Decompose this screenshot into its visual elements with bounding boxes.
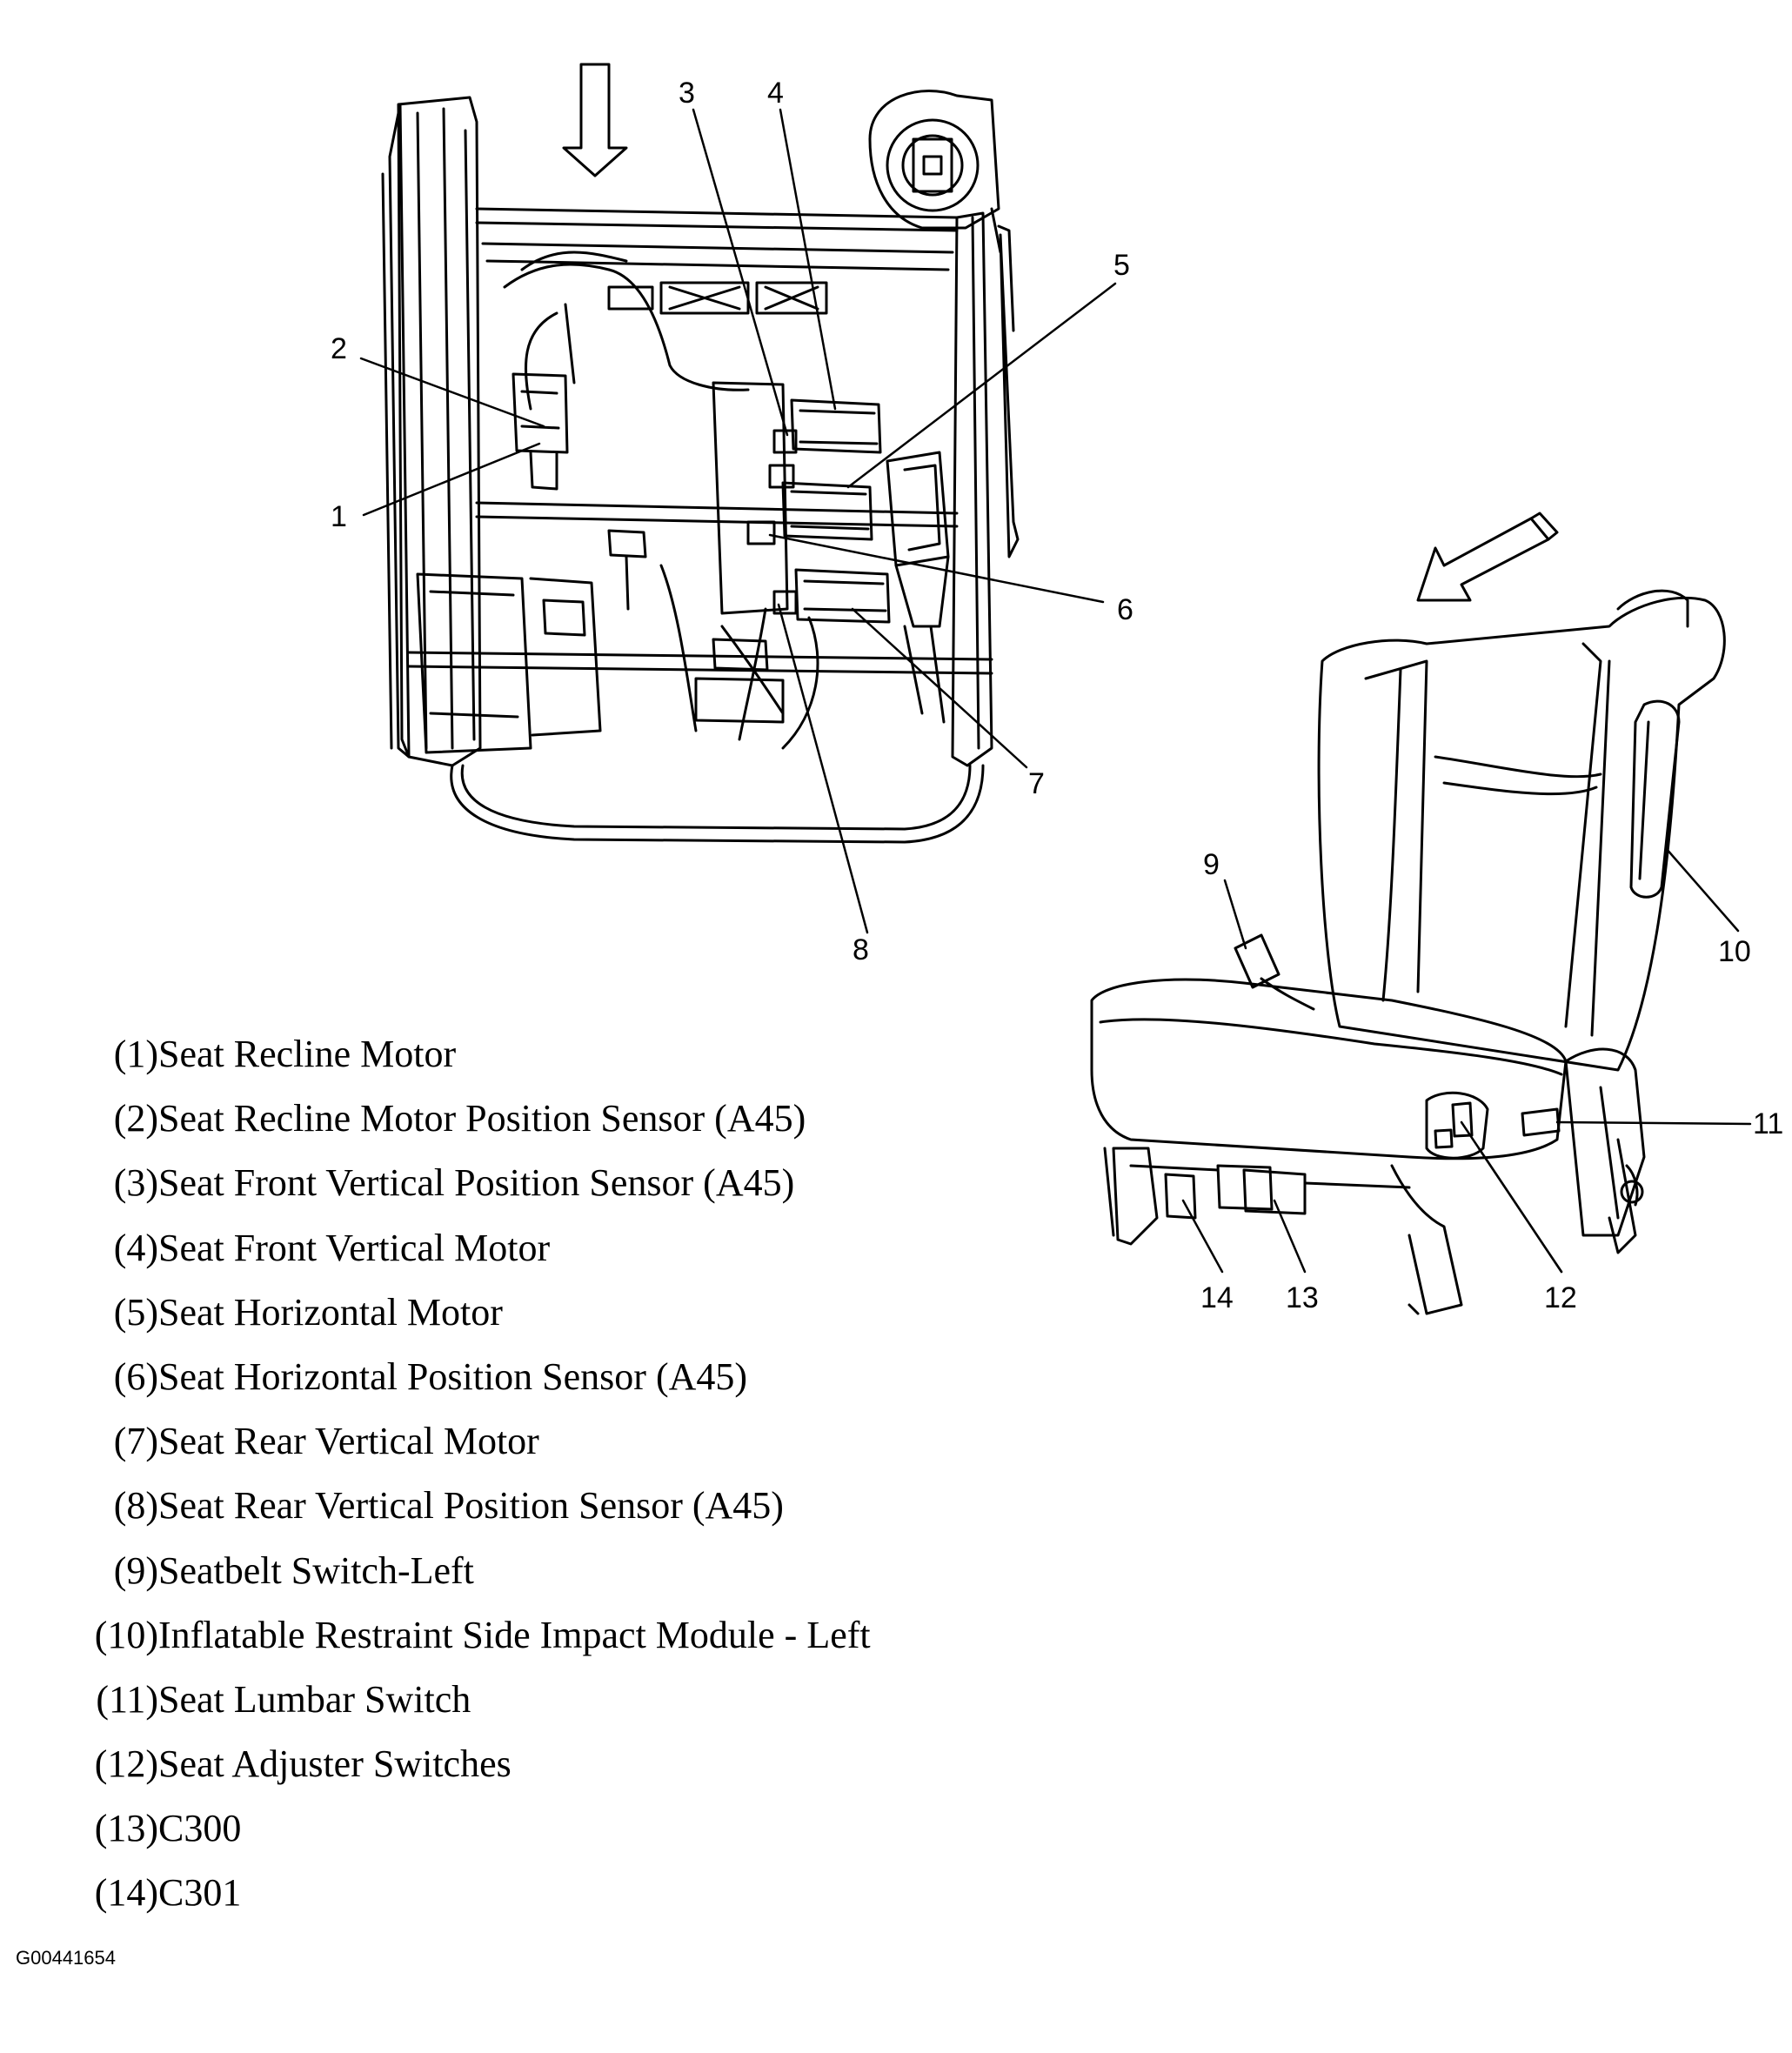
legend-text: Seat Recline Motor Position Sensor (A45) — [158, 1097, 806, 1140]
legend-item: (5)Seat Horizontal Motor — [68, 1281, 1025, 1345]
legend-number: (11) — [96, 1677, 158, 1721]
legend-text: C301 — [158, 1871, 242, 1915]
legend-text: Seat Front Vertical Motor — [158, 1226, 551, 1269]
legend-text: Inflatable Restraint Side Impact Module … — [158, 1613, 871, 1656]
legend-number: (9) — [113, 1548, 158, 1592]
callout-12: 12 — [1544, 1281, 1577, 1314]
legend-text: Seat Adjuster Switches — [158, 1742, 512, 1786]
callout-13: 13 — [1286, 1281, 1319, 1314]
legend-number: (5) — [113, 1290, 158, 1334]
leader-6 — [768, 533, 1105, 604]
leader-11 — [1555, 1120, 1752, 1126]
leader-3 — [692, 108, 789, 437]
leader-10 — [1664, 846, 1740, 933]
legend-item: (10)Inflatable Restraint Side Impact Mod… — [68, 1603, 1025, 1668]
callout-2: 2 — [331, 332, 347, 365]
legend-text: Seat Rear Vertical Position Sensor (A45) — [158, 1484, 784, 1528]
legend-list: (1)Seat Recline Motor (2)Seat Recline Mo… — [68, 1022, 1025, 1926]
legend-number: (4) — [113, 1226, 158, 1269]
legend-text: Seat Rear Vertical Motor — [158, 1420, 539, 1463]
legend-number: (10) — [94, 1613, 158, 1656]
legend-item: (11)Seat Lumbar Switch — [68, 1668, 1025, 1732]
legend-item: (2)Seat Recline Motor Position Sensor (A… — [68, 1087, 1025, 1151]
legend-item: (13)C300 — [68, 1796, 1025, 1861]
callout-7: 7 — [1028, 767, 1045, 800]
seat-frame-top-view — [397, 96, 1020, 844]
legend-number: (1) — [113, 1033, 158, 1075]
legend-number: (8) — [113, 1484, 158, 1528]
leader-13 — [1273, 1199, 1307, 1274]
legend-item: (1)Seat Recline Motor — [68, 1022, 1025, 1087]
legend-number: (13) — [94, 1807, 158, 1850]
leader-5 — [846, 282, 1117, 489]
legend-text: Seat Recline Motor — [158, 1033, 457, 1075]
legend-text: Seat Lumbar Switch — [158, 1677, 471, 1721]
leader-1 — [362, 442, 541, 517]
legend-item: (7)Seat Rear Vertical Motor — [68, 1409, 1025, 1474]
legend-item: (12)Seat Adjuster Switches — [68, 1732, 1025, 1796]
callout-3: 3 — [679, 77, 695, 110]
legend-item: (9)Seatbelt Switch-Left — [68, 1539, 1025, 1603]
legend-number: (2) — [113, 1097, 158, 1140]
legend-item: (6)Seat Horizontal Position Sensor (A45) — [68, 1345, 1025, 1409]
legend-number: (3) — [113, 1161, 158, 1205]
leader-lines — [359, 108, 1752, 1274]
legend-number: (7) — [113, 1420, 158, 1463]
seat-perspective-view — [1090, 589, 1726, 1315]
leader-9 — [1223, 879, 1247, 950]
leader-14 — [1181, 1199, 1224, 1274]
callout-5: 5 — [1113, 249, 1130, 282]
callout-11: 11 — [1753, 1107, 1783, 1140]
legend-text: Seat Horizontal Motor — [158, 1290, 503, 1334]
callout-9: 9 — [1203, 848, 1220, 881]
leader-7 — [851, 607, 1028, 769]
arrow-diagonal-icon — [1416, 512, 1559, 602]
legend-number: (12) — [94, 1742, 158, 1786]
callout-labels: 1 2 3 4 5 6 7 8 9 10 11 12 13 14 — [331, 77, 1783, 1314]
legend-item: (8)Seat Rear Vertical Position Sensor (A… — [68, 1474, 1025, 1538]
figure-id: G00441654 — [16, 1947, 116, 1969]
legend-text: Seat Horizontal Position Sensor (A45) — [158, 1354, 748, 1398]
recliner-wheel — [868, 89, 1015, 332]
legend-item: (14)C301 — [68, 1861, 1025, 1925]
callout-14: 14 — [1200, 1281, 1234, 1314]
seat-side-trim — [381, 103, 411, 759]
legend-text: C300 — [158, 1807, 242, 1850]
leader-2 — [359, 357, 545, 428]
legend-number: (6) — [113, 1354, 158, 1398]
callout-1: 1 — [331, 500, 347, 533]
callout-6: 6 — [1117, 593, 1133, 626]
legend-item: (3)Seat Front Vertical Position Sensor (… — [68, 1151, 1025, 1215]
callout-8: 8 — [853, 933, 869, 966]
callout-10: 10 — [1718, 935, 1751, 968]
legend-number: (14) — [94, 1871, 158, 1915]
arrow-down-icon — [562, 63, 628, 177]
leader-12b — [1477, 1147, 1563, 1274]
legend-text: Seat Front Vertical Position Sensor (A45… — [158, 1161, 795, 1205]
leader-4 — [779, 108, 837, 411]
legend-text: Seatbelt Switch-Left — [158, 1548, 474, 1592]
leader-8 — [777, 603, 869, 934]
legend-item: (4)Seat Front Vertical Motor — [68, 1216, 1025, 1281]
callout-4: 4 — [767, 77, 784, 110]
